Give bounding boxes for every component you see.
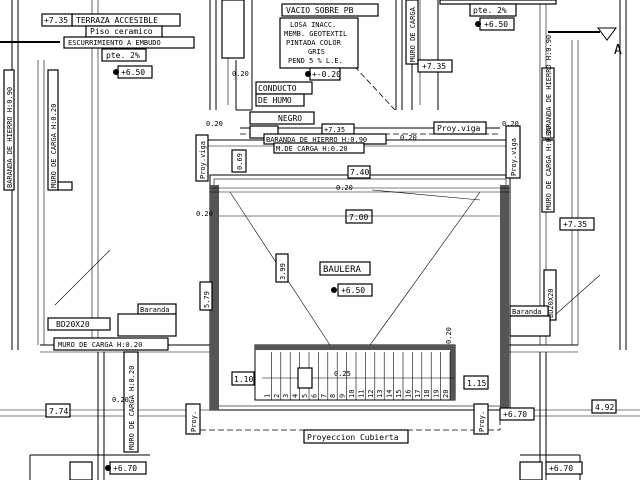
label-losa-4: GRIS — [308, 48, 325, 56]
dim-110: 1.10 — [234, 375, 253, 384]
level-735-right: +7.35 — [563, 220, 587, 229]
dim-740: 7.40 — [350, 168, 369, 177]
annotation-labels: TERRAZA ACCESIBLE +7.35 Piso ceramico ES… — [3, 0, 617, 480]
stair-step-number: 12 — [367, 390, 375, 398]
level-735-tl: +7.35 — [44, 16, 68, 25]
level-735-tr: +7.35 — [422, 62, 446, 71]
dim-399: 3.99 — [279, 263, 287, 280]
label-muro-bottom: MURO DE CARGA H:0.20 — [58, 341, 142, 349]
label-muro-right: MURO DE CARGA H:0.20 — [545, 126, 553, 210]
label-muro-tr: MURO DE CARGA — [409, 6, 417, 62]
label-muro-top: M.DE CARGA H:0.20 — [276, 145, 348, 153]
stair-step-number: 18 — [423, 390, 431, 398]
label-baranda-left: BARANDA DE HIERRO H:0.90 — [6, 87, 14, 188]
label-escurrimiento: ESCURRIMIENTO A EMBUDO — [68, 39, 161, 47]
stair-step-number: 16 — [404, 390, 412, 398]
dim-020-b: 0.20 — [206, 120, 223, 128]
label-bd-right: BD20X20 — [547, 288, 555, 318]
stair-step-number: 8 — [329, 394, 337, 398]
label-baranda-top: BARANDA DE HIERRO H:0.90 — [266, 136, 367, 144]
label-losa-2: MEMB. GEOTEXTIL — [284, 30, 347, 38]
label-conducto-2: DE HUMO — [258, 96, 292, 105]
stair-step-number: 15 — [395, 390, 403, 398]
label-proyeccion: Proyeccion Cubierta — [307, 433, 399, 442]
stair-step-number: 13 — [376, 390, 384, 398]
label-baranda-right: BARANDA DE HIERRO H:0.90 — [545, 35, 553, 136]
stair-step-number: 10 — [348, 390, 356, 398]
dim-020-a: 0.20 — [232, 70, 249, 78]
section-mark: A — [597, 27, 622, 58]
label-proy-viga-left: Proy.viga — [199, 141, 207, 179]
label-losa-5: PEND 5 % L.E. — [288, 57, 343, 65]
dim-020-c: 0.20 — [196, 210, 213, 218]
label-baranda-small-left: Baranda — [140, 306, 170, 314]
dim-020-h: 0.20 — [400, 134, 417, 142]
label-losa-3: PINTADA COLOR — [286, 39, 342, 47]
dim-579: 5.79 — [203, 291, 211, 308]
label-losa-1: LOSA INACC. — [290, 21, 336, 29]
label-piso: Piso ceramico — [90, 27, 153, 36]
label-baulera: BAULERA — [323, 265, 362, 275]
label-proy-viga-right: Proy.viga — [437, 124, 481, 133]
dim-700: 7.00 — [349, 213, 368, 222]
dim-069: 0.69 — [236, 153, 244, 170]
level-670-br: +6.70 — [549, 464, 573, 473]
label-proy-left: Proy. — [190, 411, 198, 432]
dim-020-e: 0.20 — [445, 327, 453, 344]
stair-step-number: 20 — [442, 390, 450, 398]
stair-step-number: 3 — [282, 394, 290, 398]
label-conducto-1: CONDUCTO — [258, 84, 297, 93]
stair-step-number: 19 — [433, 390, 441, 398]
label-muro-bl: MURO DE CARGA H:0.20 — [128, 366, 136, 450]
level-735-mid: +7.35 — [324, 126, 345, 134]
stair-step-number: 1 — [263, 394, 271, 398]
label-proy-viga-right-v: Proy.viga — [510, 138, 518, 176]
section-letter: A — [614, 43, 622, 58]
dim-025: 0.25 — [334, 370, 351, 378]
label-proy-right: Proy. — [478, 411, 486, 432]
stair-step-number: 6 — [310, 394, 318, 398]
dim-020-d: 0.20 — [336, 184, 353, 192]
dim-020-f: 0.20 — [112, 396, 129, 404]
label-vacio: VACIO SOBRE PB — [286, 6, 354, 15]
level-670-right: +6.70 — [503, 410, 527, 419]
level-650-center: +6.50 — [341, 286, 365, 295]
stair-step-number: 4 — [292, 394, 300, 398]
dim-774: 7.74 — [49, 407, 68, 416]
stair-step-number: 5 — [301, 394, 309, 398]
dim-020-g: 0.20 — [502, 120, 519, 128]
dim-492: 4.92 — [595, 403, 614, 412]
level-670-bl: +6.70 — [113, 464, 137, 473]
stair-step-number: 9 — [339, 394, 347, 398]
stair-step-number: 7 — [320, 394, 328, 398]
label-baranda-small-right: Baranda — [512, 308, 542, 316]
level-020: +-0.20 — [312, 70, 341, 79]
stair-step-number: 2 — [273, 394, 281, 398]
level-650-tr: +6.50 — [484, 20, 508, 29]
label-negro: NEGRO — [278, 114, 302, 123]
level-650-tl: +6.50 — [121, 68, 145, 77]
label-pte-right: pte. 2% — [473, 6, 507, 15]
stair-step-number: 17 — [414, 390, 422, 398]
dim-115: 1.15 — [467, 379, 486, 388]
stair-step-number: 14 — [386, 390, 394, 398]
projection-lines — [199, 410, 501, 431]
label-terraza: TERRAZA ACCESIBLE — [76, 16, 158, 25]
label-pte-left: pte. 2% — [106, 51, 140, 60]
label-bd-left: BD20X20 — [56, 320, 90, 329]
stair-step-number: 11 — [357, 390, 365, 398]
label-muro-left: MURO DE CARGA H:0.20 — [50, 104, 58, 188]
